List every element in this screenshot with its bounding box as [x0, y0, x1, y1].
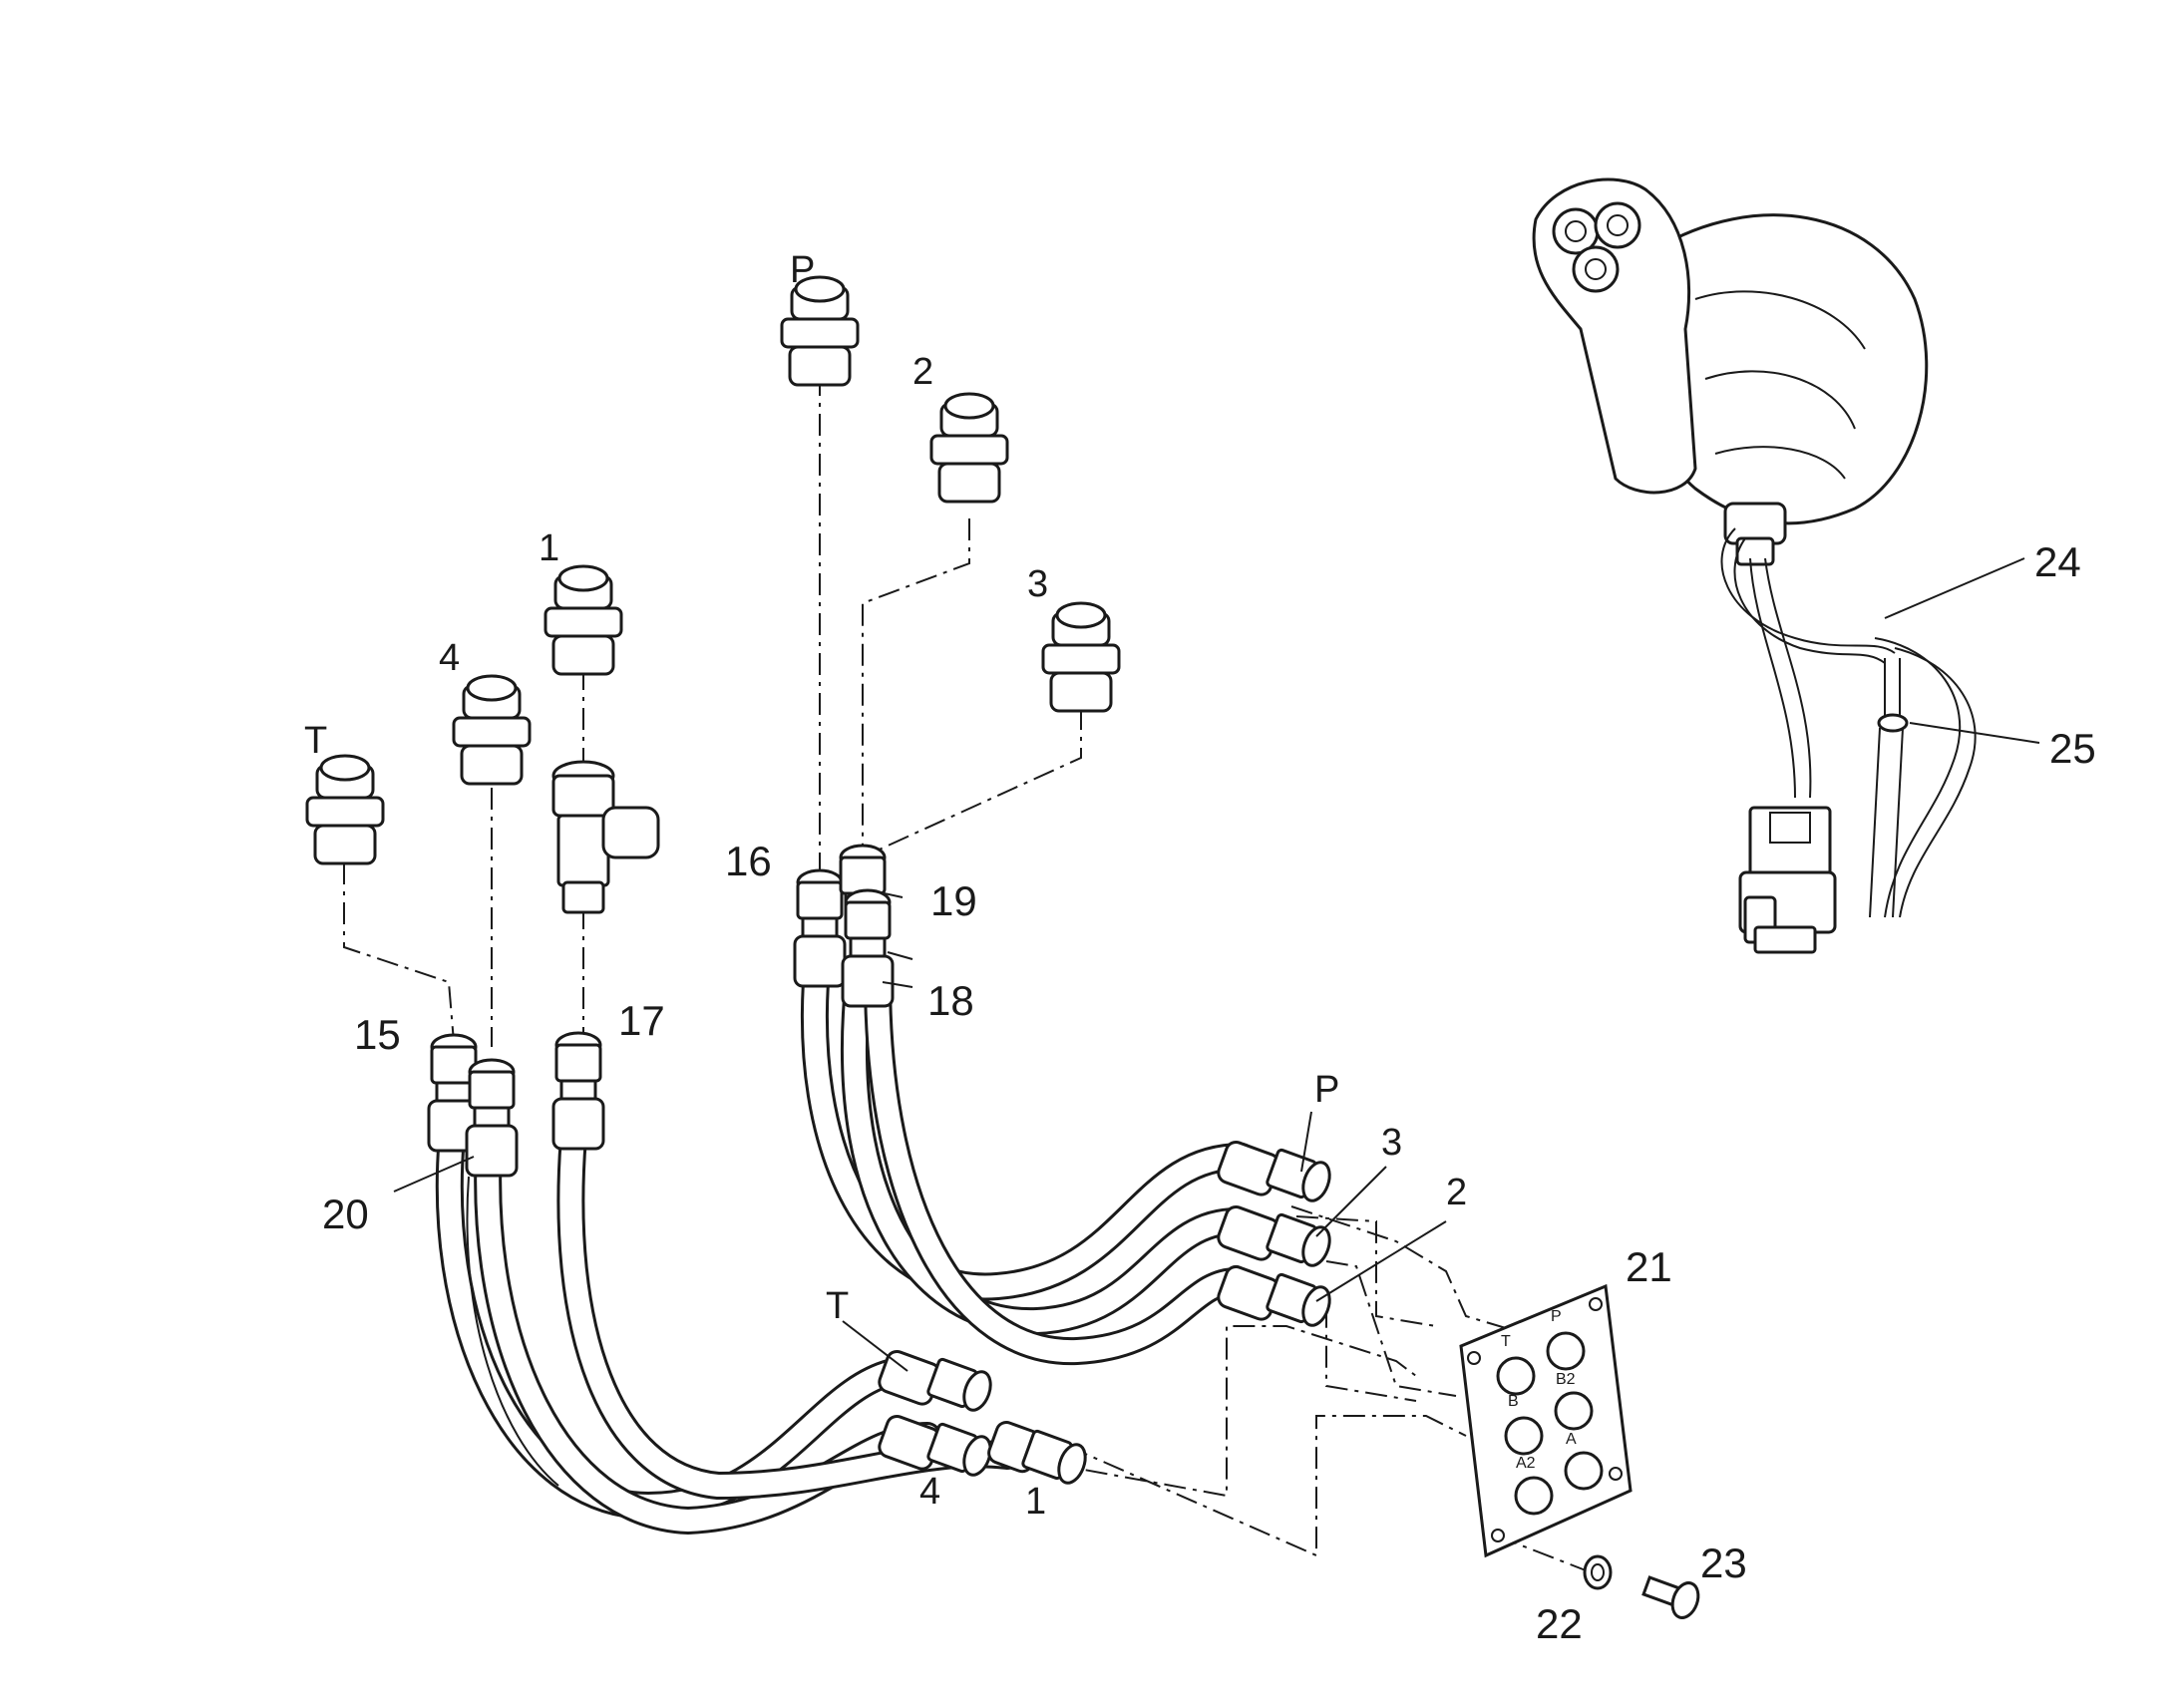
hose-fitting-20 [465, 1058, 519, 1178]
plate-mark-A: A [1566, 1431, 1577, 1448]
hose-end-1 [987, 1420, 1087, 1485]
part-number-17: 17 [618, 997, 665, 1044]
label-right-P: P [1314, 1069, 1339, 1111]
part-number-21: 21 [1626, 1243, 1672, 1290]
adapter-3 [1041, 601, 1121, 713]
part-number-24: 24 [2034, 538, 2081, 585]
plate-mark-B2: B2 [1556, 1371, 1576, 1388]
part-number-18: 18 [927, 977, 974, 1024]
label-bottom-1: 1 [1025, 1481, 1046, 1523]
plate-mark-B: B [1508, 1393, 1519, 1410]
label-top-2: 2 [912, 351, 933, 393]
part-number-16: 16 [725, 838, 772, 884]
adapter-4 [452, 674, 532, 786]
label-top-T: T [304, 720, 327, 762]
hose-fitting-17 [551, 1031, 605, 1151]
part-number-22: 22 [1536, 1600, 1583, 1647]
adapter-P [780, 275, 860, 387]
hose-end-P [1217, 1140, 1331, 1202]
joystick [1532, 177, 1977, 954]
screw [1641, 1575, 1700, 1619]
part-number-19: 19 [930, 877, 977, 924]
part-number-labels: 15 16 17 18 19 20 21 22 23 24 25 [322, 538, 2096, 1647]
label-bottom-4: 4 [919, 1471, 940, 1513]
label-bottom-T: T [826, 1285, 849, 1327]
label-right-3: 3 [1381, 1122, 1402, 1164]
port-plate: T P B B2 A A2 [1459, 1283, 1633, 1558]
hose-fitting-16 [793, 868, 847, 988]
label-right-2: 2 [1446, 1172, 1467, 1213]
port-labels: P 2 1 3 4 T P 3 2 T 4 1 [304, 249, 1467, 1523]
part-number-23: 23 [1700, 1539, 1747, 1586]
plate-mark-A2: A2 [1516, 1455, 1536, 1472]
adapter-1 [544, 564, 623, 676]
leader-lines [393, 557, 2040, 1372]
hose-end-3 [1217, 1204, 1331, 1267]
hose-end-T [878, 1349, 992, 1412]
tee-fitting [551, 760, 660, 914]
part-number-20: 20 [322, 1191, 369, 1237]
hose-end-4 [878, 1414, 992, 1477]
label-top-P: P [790, 249, 815, 291]
plate-mark-P: P [1551, 1308, 1562, 1325]
adapter-T [305, 754, 385, 865]
hose-end-2 [1217, 1264, 1331, 1327]
label-top-3: 3 [1027, 563, 1048, 605]
part-number-25: 25 [2049, 725, 2096, 772]
hose-bundle-right [800, 943, 1256, 1366]
label-top-1: 1 [539, 527, 559, 569]
adapter-2 [929, 392, 1009, 504]
part-number-15: 15 [354, 1011, 401, 1058]
label-top-4: 4 [439, 637, 460, 679]
hose-fitting-18 [841, 888, 895, 1008]
plate-mark-T: T [1501, 1333, 1511, 1350]
washer [1583, 1554, 1613, 1590]
